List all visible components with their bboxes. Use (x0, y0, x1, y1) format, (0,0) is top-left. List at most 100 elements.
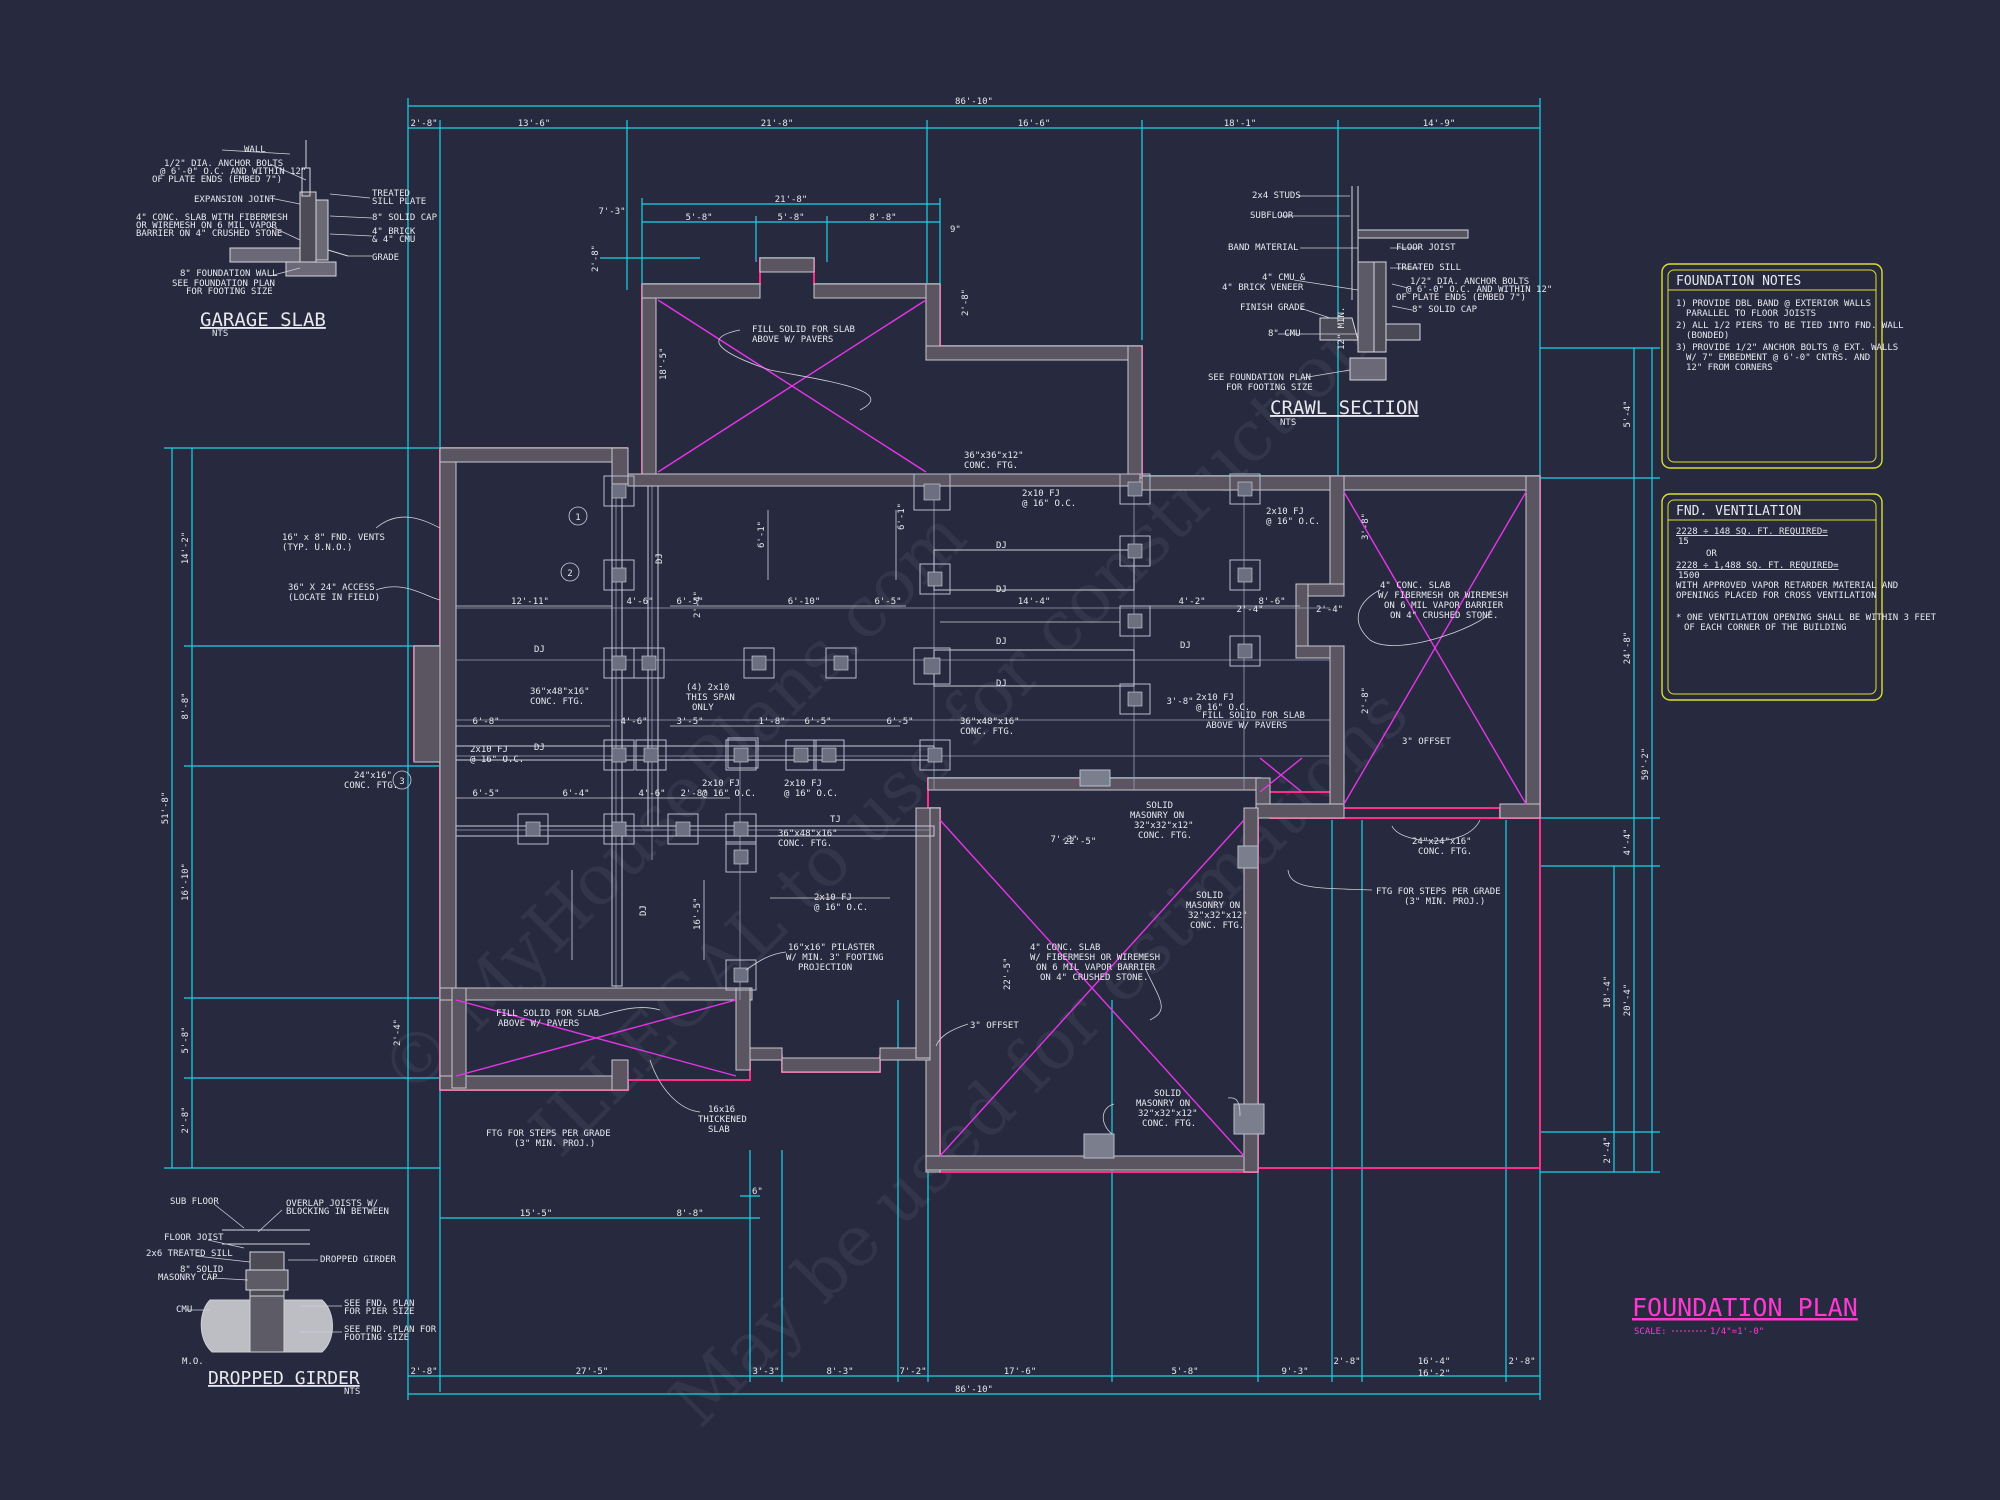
piers (517, 473, 1265, 1159)
note-masonry-4: CONC. FTG. (1138, 831, 1192, 841)
note-vents-2: (TYP. U.N.O.) (282, 543, 352, 553)
dim-left-seg-2: 8'-8" (181, 692, 191, 719)
int-dim-7: 4'-2" (1178, 597, 1205, 607)
label-dj-1: DJ (534, 645, 545, 655)
note-masonry-5: SOLID (1196, 891, 1223, 901)
int-dim-15: 6'-5" (886, 717, 913, 727)
note-ftg-36x48-2: CONC. FTG. (530, 697, 584, 707)
note-masonry-9: SOLID (1154, 1089, 1181, 1099)
dimensions-right: 59'-2" 5'-4" 24'-8" 18'-4" 2'-4" 4'-4" 2… (1540, 347, 1660, 1173)
note-fill-5: FILL SOLID FOR SLAB (496, 1009, 599, 1019)
foundation-note-6: W/ 7" EMBEDMENT @ 6'-0" CNTRS. AND (1686, 353, 1870, 363)
vent-line-2: 15 (1678, 537, 1689, 547)
int-dim-29: 2'-8" (961, 289, 971, 316)
dim-right-seg-4: 2'-4" (1603, 1136, 1613, 1163)
dim-left-seg-3: 16'-10" (181, 863, 191, 901)
dim-bottom-seg-7: 5'-8" (1171, 1367, 1198, 1377)
dim-bottom-seg-8: 9'-3" (1281, 1367, 1308, 1377)
dim-small-3: 2'-8" (591, 245, 601, 272)
dim-bottom-seg-10: 16'-4" (1418, 1357, 1451, 1367)
cs-label-8cmu: 8" CMU (1268, 329, 1301, 339)
dim-bottom-seg-9: 2'-8" (1333, 1357, 1360, 1367)
int-dim-30: 3'-8" (1361, 513, 1371, 540)
note-fj-7: 2x10 FJ (470, 745, 508, 755)
note-pilaster-1: 16"x16" PILASTER (788, 943, 875, 953)
note-slab-7: ON 6 MIL VAPOR BARRIER (1036, 963, 1156, 973)
label-dj-4: DJ (996, 637, 1007, 647)
note-masonry-7: 32"x32"x12" (1188, 911, 1248, 921)
int-dim-13: 1'-8" (758, 717, 785, 727)
int-dim-6: 14'-4" (1018, 597, 1051, 607)
cs-label-seeplan-1: SEE FOUNDATION PLAN (1208, 373, 1311, 383)
plan-notes: 16" x 8" FND. VENTS (TYP. U.N.O.) 36" X … (282, 325, 1508, 1149)
gs-label-treated: TREATED (372, 189, 410, 199)
label-dj-7: DJ (534, 743, 545, 753)
vent-line-7: OPENINGS PLACED FOR CROSS VENTILATION (1676, 591, 1876, 601)
dim-left-seg-1: 14'-2" (181, 532, 191, 565)
cs-label-grade: FINISH GRADE (1240, 303, 1305, 313)
cs-label-bolts-3: OF PLATE ENDS (EMBED 7") (1396, 293, 1526, 303)
dg-label-pier-2: FOR PIER SIZE (344, 1307, 414, 1317)
note-slab-6: W/ FIBERMESH OR WIREMESH (1030, 953, 1160, 963)
int-dim-32: 2'-4" (1316, 605, 1343, 615)
foundation-notes-title: FOUNDATION NOTES (1676, 274, 1801, 289)
dim-top-seg-6: 14'-9" (1423, 119, 1456, 129)
dim-right-seg-2: 24'-8" (1623, 632, 1633, 665)
note-offset-1: 3" OFFSET (1402, 737, 1451, 747)
label-dj-5: DJ (996, 679, 1007, 689)
int-dim-9: 2'-4" (1236, 605, 1263, 615)
cs-label-subfloor: SUBFLOOR (1250, 211, 1294, 221)
gs-label-brick: 4" BRICK (372, 227, 416, 237)
int-dim-5: 6'-5" (874, 597, 901, 607)
dim-bay-seg-1: 5'-8" (685, 213, 712, 223)
note-span-3: ONLY (692, 703, 714, 713)
foundation-note-7: 12" FROM CORNERS (1686, 363, 1773, 373)
note-fill-4: ABOVE W/ PAVERS (1206, 721, 1287, 731)
note-ftg-24x24-2: CONC. FTG. (1418, 847, 1472, 857)
note-fill-6: ABOVE W/ PAVERS (498, 1019, 579, 1029)
dg-label-pier-1: SEE FND. PLAN (344, 1299, 414, 1309)
note-steps-3: FTG FOR STEPS PER GRADE (486, 1129, 611, 1139)
plan-scale-label: SCALE: (1634, 1327, 1667, 1337)
cs-label-cap: 8" SOLID CAP (1412, 305, 1478, 315)
label-dj-2: DJ (996, 541, 1007, 551)
note-masonry-1: SOLID (1146, 801, 1173, 811)
note-masonry-10: MASONRY ON (1136, 1099, 1190, 1109)
note-masonry-12: CONC. FTG. (1142, 1119, 1196, 1129)
note-fill-2: ABOVE W/ PAVERS (752, 335, 833, 345)
dim-bottom-seg-11: 2'-8" (1508, 1357, 1535, 1367)
dim-top-seg-1: 2'-8" (410, 119, 437, 129)
dim-bottom-seg-5: 7'-2" (899, 1367, 926, 1377)
dim-bottom-seg-6: 17'-6" (1004, 1367, 1037, 1377)
cs-label-band: BAND MATERIAL (1228, 243, 1298, 253)
dim-right-seg-3: 18'-4" (1603, 976, 1613, 1009)
int-dim-12: 3'-5" (676, 717, 703, 727)
foundation-walls (413, 257, 1541, 1173)
dim-small-1: 7'-3" (598, 207, 625, 217)
dim-bottom-overall: 86'-10" (955, 1385, 993, 1395)
note-fj-12: @ 16" O.C. (702, 789, 756, 799)
note-masonry-6: MASONRY ON (1186, 901, 1240, 911)
note-vents-1: 16" x 8" FND. VENTS (282, 533, 385, 543)
note-fj-9: 2x10 FJ (784, 779, 822, 789)
dropped-girder-detail: SUB FLOOR FLOOR JOIST 2x6 TREATED SILL 8… (146, 1197, 437, 1397)
dim-top-seg-5: 18'-1" (1224, 119, 1257, 129)
dg-label-girder: DROPPED GIRDER (320, 1255, 396, 1265)
note-fj-14: @ 16" O.C. (814, 903, 868, 913)
label-tj: TJ (830, 815, 841, 825)
pier-grid (455, 485, 1330, 1000)
note-slab-1: 4" CONC. SLAB (1380, 581, 1450, 591)
dim-small-2: 9" (950, 225, 961, 235)
dg-label-sill: 2x6 TREATED SILL (146, 1249, 233, 1259)
crawl-section-nts: NTS (1280, 418, 1296, 428)
note-fj-6: @ 16" O.C. (1196, 703, 1250, 713)
int-dim-21b: 22'-5" (1064, 837, 1097, 847)
note-fill-3: FILL SOLID FOR SLAB (1202, 711, 1305, 721)
fnd-ventilation-title: FND. VENTILATION (1676, 504, 1801, 519)
note-ftg-36-1: 36"x36"x12" (964, 451, 1024, 461)
int-dim-19: 2'-8" (680, 789, 707, 799)
note-slab-3: ON 6 MIL VAPOR BARRIER (1384, 601, 1504, 611)
int-dim-23: 2'-4" (693, 591, 703, 618)
gs-label-cmu: & 4" CMU (372, 235, 415, 245)
vent-line-8: * ONE VENTILATION OPENING SHALL BE WITHI… (1676, 613, 1937, 623)
